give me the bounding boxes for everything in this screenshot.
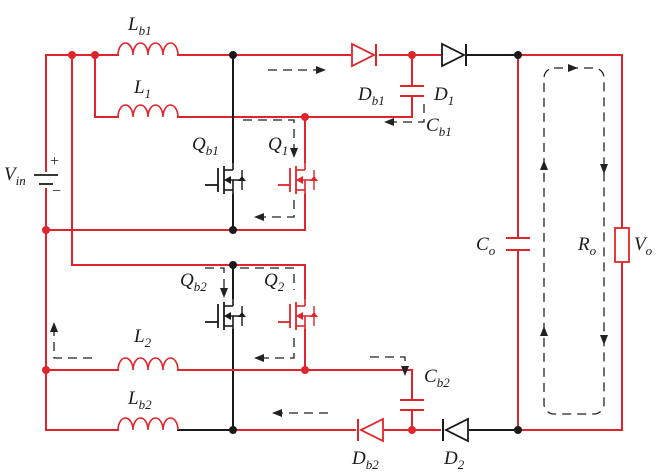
inductor-l2 [117,357,179,371]
label-db2: Db2 [351,448,379,472]
voltage-source-vin [34,172,58,188]
label-vin-minus: − [52,183,61,200]
resistor-ro [614,227,630,263]
diode-d2 [442,417,469,443]
label-qb2: Qb2 [180,270,207,294]
mosfet-qb1 [205,162,246,195]
inductor-lb1 [117,42,179,56]
label-vin: Vin [4,164,26,188]
capacitor-cb2 [400,399,424,411]
component-labels: Lb1 L1 Db1 D1 Cb1 Qb1 Q1 Vin + − Co Ro V… [4,14,653,472]
label-cb2: Cb2 [424,366,450,390]
mosfet-q1 [278,162,318,195]
label-vin-plus: + [50,153,59,170]
mosfet-q2 [278,298,318,330]
label-qb1: Qb1 [192,134,219,158]
capacitor-co [506,237,530,251]
label-co: Co [476,234,496,258]
current-flow-paths [50,64,608,417]
label-l1: L1 [133,77,151,101]
diode-db1 [351,42,377,68]
diode-db2 [357,417,384,443]
label-vo: Vo [634,234,653,258]
label-lb2: Lb2 [127,388,152,412]
diode-d1 [441,42,467,68]
label-l2: L2 [133,326,152,350]
label-q2: Q2 [264,270,285,294]
junction-dots [42,51,522,434]
label-cb1: Cb1 [426,115,452,139]
capacitor-cb1 [400,85,424,97]
label-ro: Ro [577,234,597,258]
inductor-lb2 [117,417,179,431]
label-d1: D1 [433,84,454,108]
label-d2: D2 [443,448,465,472]
label-q1: Q1 [268,134,288,158]
label-db1: Db1 [357,84,385,108]
label-lb1: Lb1 [127,14,152,38]
mosfet-qb2 [205,298,246,330]
inductor-l1 [117,104,179,118]
